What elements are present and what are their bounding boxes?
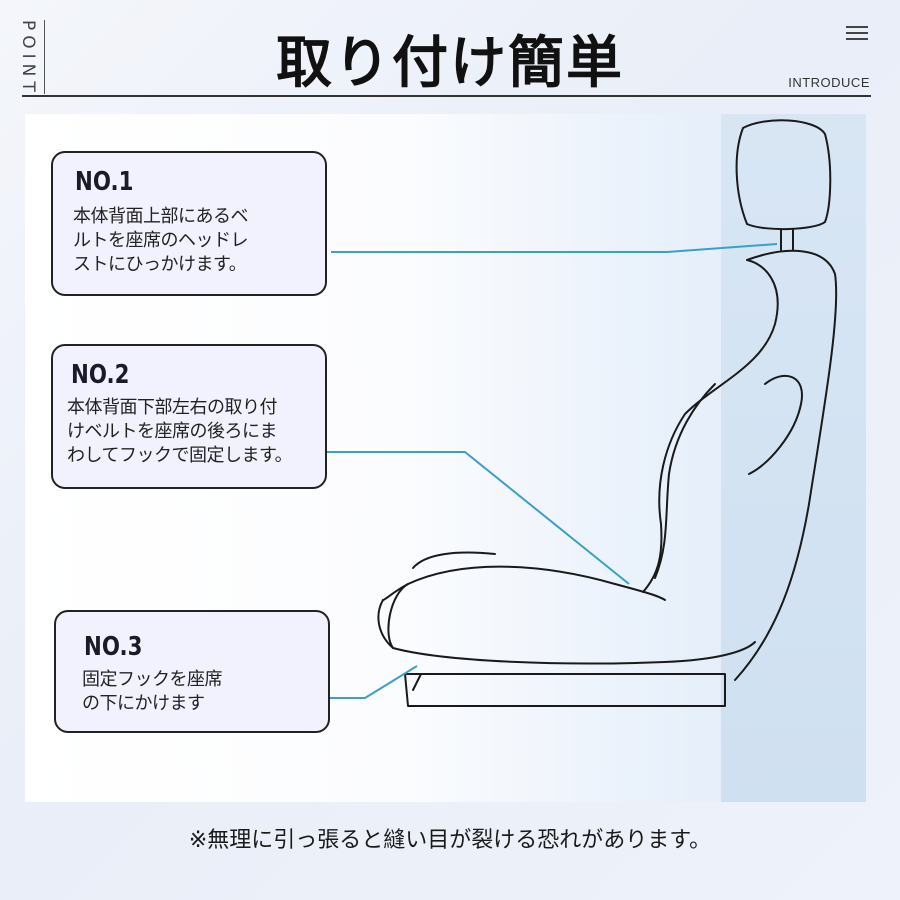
callout-number: NO.1 xyxy=(75,167,134,197)
callout-text: 本体背面下部左右の取り付 けベルトを座席の後ろにま わしてフックで固定します。 xyxy=(67,397,293,466)
callout-no1: NO.1 本体背面上部にあるベ ルトを座席のヘッドレ ストにひっかけます。 xyxy=(51,151,327,296)
point-side-label: POINT xyxy=(18,20,38,97)
leader-line-2 xyxy=(325,451,630,585)
leader-line-1 xyxy=(331,243,778,253)
callout-no3: NO.3 固定フックを座席 の下にかけます xyxy=(54,610,330,733)
seat-headrest-posts xyxy=(780,229,794,251)
callout-number: NO.3 xyxy=(84,632,143,662)
callout-text: 本体背面上部にあるベ ルトを座席のヘッドレ ストにひっかけます。 xyxy=(73,206,249,275)
leader-line-3 xyxy=(330,665,418,699)
page-title: 取り付け簡単 xyxy=(276,31,624,96)
seat-cushion xyxy=(407,565,666,601)
point-divider xyxy=(44,20,45,94)
callout-text: 固定フックを座席 の下にかけます xyxy=(82,669,223,714)
header-rule xyxy=(22,95,871,97)
callout-no2: NO.2 本体背面下部左右の取り付 けベルトを座席の後ろにま わしてフックで固定… xyxy=(51,344,327,489)
section-label: INTRODUCE xyxy=(788,75,870,90)
footnote: ※無理に引っ張ると縫い目が裂ける恐れがあります。 xyxy=(188,828,712,853)
seat-illustration xyxy=(325,119,838,707)
callout-number: NO.2 xyxy=(71,360,130,390)
seat-headrest xyxy=(735,119,832,231)
seat-base xyxy=(404,673,726,707)
menu-icon[interactable] xyxy=(846,26,868,42)
seat-backrest xyxy=(734,249,838,681)
